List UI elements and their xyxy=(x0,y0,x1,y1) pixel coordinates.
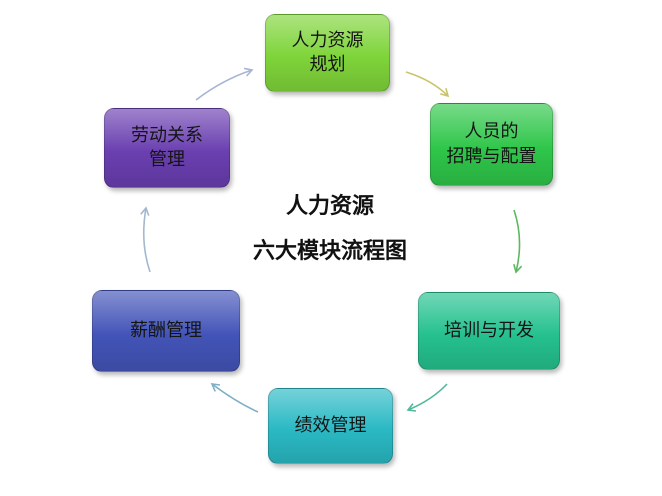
center-title-line1: 人力资源 xyxy=(285,194,374,219)
center-title-line2: 六大模块流程图 xyxy=(252,239,407,264)
node-training-development-label: 培训与开发 xyxy=(444,319,534,341)
node-recruitment-allocation-label: 人员的 招聘与配置 xyxy=(446,121,537,167)
node-performance-management-label: 绩效管理 xyxy=(294,414,367,436)
node-compensation-management: 薪酬管理 xyxy=(92,290,240,372)
node-labor-relations-label: 劳动关系 管理 xyxy=(131,124,203,170)
arrow-labor-to-planning xyxy=(195,67,254,101)
node-compensation-management-label: 薪酬管理 xyxy=(130,319,202,341)
node-training-development: 培训与开发 xyxy=(418,292,560,370)
node-hr-planning: 人力资源 规划 xyxy=(265,14,390,92)
node-hr-planning-label: 人力资源 规划 xyxy=(291,29,364,75)
node-recruitment-allocation: 人员的 招聘与配置 xyxy=(430,103,553,186)
arrow-training-to-performance xyxy=(406,383,448,412)
arrow-performance-to-compensation xyxy=(210,383,259,413)
arrow-recruitment-to-training xyxy=(513,209,523,274)
arrow-compensation-to-labor xyxy=(140,206,151,273)
node-performance-management: 绩效管理 xyxy=(268,388,393,464)
arrow-planning-to-recruitment xyxy=(405,71,450,98)
node-labor-relations: 劳动关系 管理 xyxy=(104,108,230,188)
